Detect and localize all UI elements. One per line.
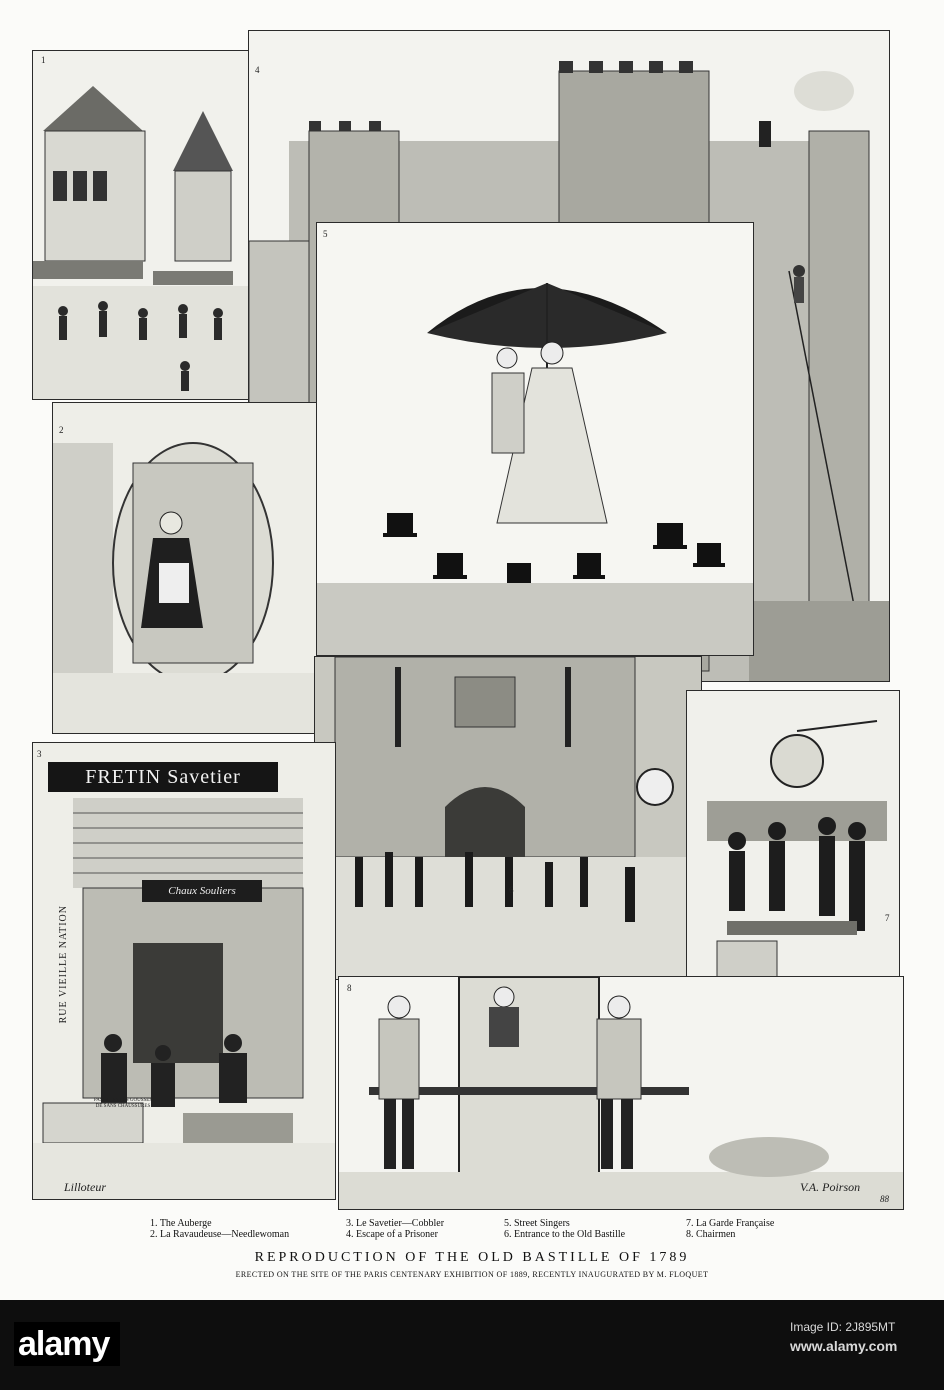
panel-number: 2	[59, 425, 64, 435]
panel-bastille-entrance: 6	[314, 656, 702, 980]
artist-signature-left: Lilloteur	[64, 1180, 107, 1194]
caption-ravaudeuse: 2. La Ravaudeuse—Needlewoman	[150, 1229, 290, 1240]
artist-signature-right: V.A. Poirson	[800, 1180, 861, 1194]
caption-street-singers: 5. Street Singers	[504, 1218, 570, 1229]
artist-signature-year: 88	[880, 1194, 889, 1204]
panel-chairmen: 8	[338, 976, 904, 1210]
cobbler-illustration	[33, 743, 335, 1199]
needlewoman-illustration	[53, 403, 333, 733]
panel-street-singers: 5	[316, 222, 754, 656]
bastille-entrance-illustration	[315, 657, 701, 979]
caption-escape: 4. Escape of a Prisoner	[346, 1229, 438, 1240]
panel-savetier: 3	[32, 742, 336, 1200]
caption-garde: 7. La Garde Française	[686, 1218, 775, 1229]
alamy-logo-background	[14, 1322, 120, 1366]
shop-note: PASSE TES LES GOUSSES DE SANS CHAUSSURES	[93, 1098, 153, 1109]
chairmen-illustration	[339, 977, 903, 1209]
street-singers-illustration	[317, 223, 753, 655]
panel-number: 1	[41, 55, 46, 65]
fretin-savetier-sign: FRETIN Savetier	[48, 762, 278, 792]
panel-number: 6	[509, 885, 514, 895]
image-id: Image ID: 2J895MT	[790, 1320, 896, 1334]
caption-column-1: 1. The Auberge 2. La Ravaudeuse—Needlewo…	[150, 1218, 289, 1240]
caption-chairmen: 8. Chairmen	[686, 1229, 736, 1240]
panel-auberge: 1	[32, 50, 250, 400]
caption-savetier: 3. Le Savetier—Cobbler	[346, 1218, 445, 1229]
chaux-souliers-sign: Chaux Souliers	[142, 880, 262, 902]
watermark-url: www.alamy.com	[790, 1338, 898, 1354]
alamy-logo: alamy	[18, 1325, 110, 1363]
panel-ravaudeuse: 2	[52, 402, 334, 734]
watermark-footer	[0, 1300, 944, 1390]
panel-number: 8	[347, 983, 352, 993]
illustration-page: 1 4	[32, 30, 904, 1279]
rue-vieille-nation-sign: RUE VIEILLE NATION	[58, 905, 69, 1024]
panel-number: 3	[37, 749, 42, 759]
caption-column-3: 5. Street Singers 6. Entrance to the Old…	[504, 1218, 625, 1240]
page-title: REPRODUCTION OF THE OLD BASTILLE OF 1789	[254, 1250, 690, 1265]
caption-entrance: 6. Entrance to the Old Bastille	[504, 1229, 626, 1240]
auberge-illustration	[33, 51, 249, 399]
page-subtitle: ERECTED ON THE SITE OF THE PARIS CENTENA…	[235, 1270, 709, 1279]
panel-number: 7	[885, 913, 890, 923]
caption-column-2: 3. Le Savetier—Cobbler 4. Escape of a Pr…	[346, 1218, 444, 1240]
panel-number: 5	[323, 229, 328, 239]
panel-number: 4	[255, 65, 260, 75]
caption-column-4: 7. La Garde Française 8. Chairmen	[686, 1218, 774, 1240]
caption-auberge: 1. The Auberge	[150, 1218, 212, 1229]
